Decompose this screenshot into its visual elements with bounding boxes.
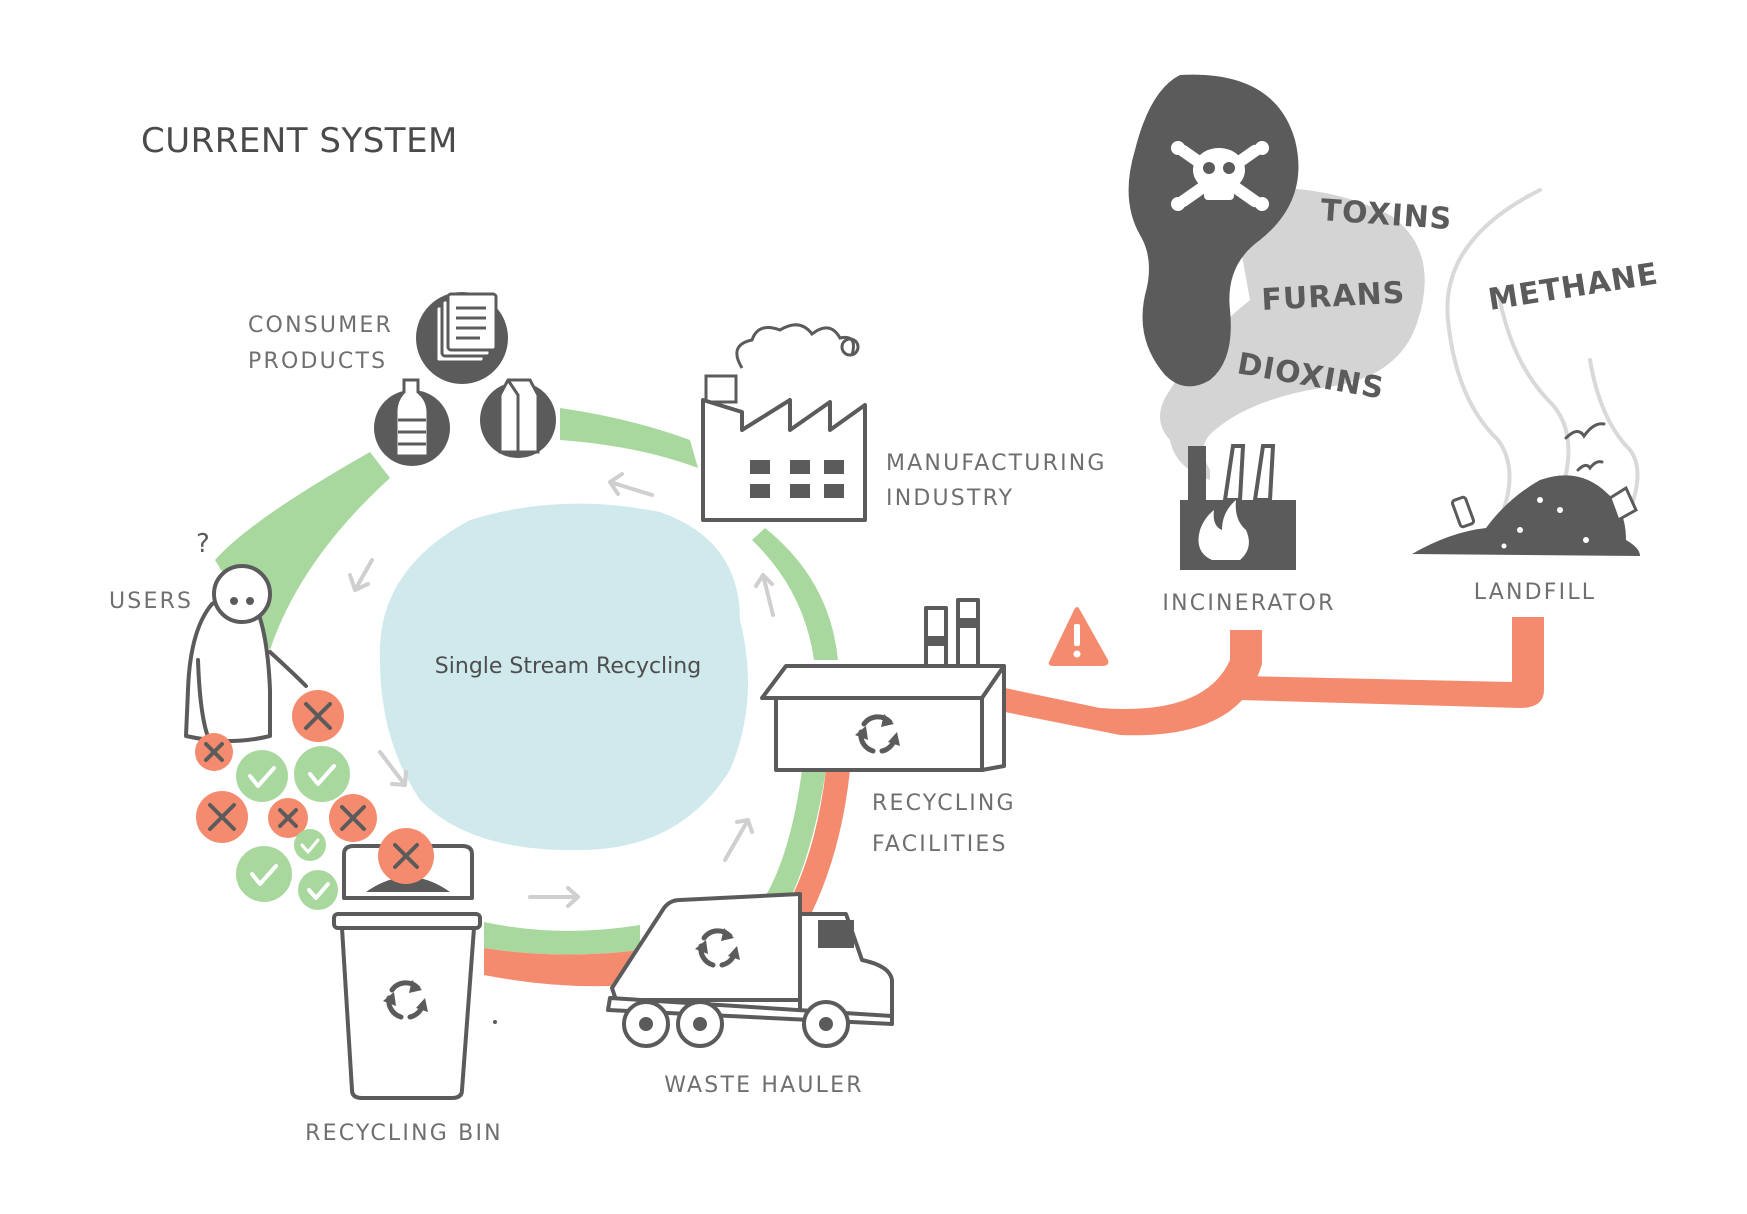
- methane-fumes: [1445, 188, 1640, 522]
- center-label: Single Stream Recycling: [435, 654, 701, 679]
- incinerator-icon: [1180, 444, 1296, 570]
- single-stream-blob: [379, 503, 748, 851]
- label-users: USERS: [109, 589, 193, 614]
- check-icon: [294, 829, 326, 861]
- check-icon: [294, 746, 350, 802]
- label-recycling-bin: RECYCLING BIN: [305, 1121, 503, 1146]
- waste-outflow-bands: [1005, 617, 1544, 736]
- x-icon: [195, 733, 233, 771]
- label-manufacturing-1: MANUFACTURING: [886, 451, 1107, 476]
- waste-hauler-icon: [606, 892, 894, 1048]
- arrow-facilities-to-manufacturing: [754, 573, 775, 617]
- check-icon: [236, 846, 292, 902]
- label-consumer-products-2: PRODUCTS: [248, 349, 387, 374]
- truck-wheels: [622, 1000, 850, 1048]
- page-title: CURRENT SYSTEM: [141, 121, 458, 161]
- flow-arrows: [348, 472, 775, 908]
- arrow-manufacturing-to-products: [608, 472, 654, 497]
- x-icon: [268, 798, 308, 838]
- sorting-badges: [195, 690, 377, 910]
- smoke-light: [1160, 187, 1425, 480]
- band-to-incinerator: [1005, 630, 1262, 736]
- label-incinerator: INCINERATOR: [1162, 591, 1335, 616]
- arrow-hauler-to-facilities: [723, 818, 754, 862]
- warning-triangle-icon: [1048, 607, 1109, 666]
- check-icon: [298, 870, 338, 910]
- skull-crossbones-icon: [1171, 141, 1269, 211]
- band-products-to-manufacturing: [560, 408, 698, 468]
- label-recycling-facilities-1: RECYCLING: [872, 791, 1016, 816]
- flame-icon: [1198, 500, 1249, 560]
- label-waste-hauler: WASTE HAULER: [664, 1073, 863, 1098]
- factory-icon: [701, 323, 867, 522]
- user-figure: [184, 564, 308, 744]
- label-consumer-products-1: CONSUMER: [248, 313, 393, 338]
- label-furans: FURANS: [1261, 276, 1407, 318]
- recycling-facility-icon: [760, 598, 1006, 772]
- arrow-users-to-bin: [378, 750, 408, 787]
- label-landfill: LANDFILL: [1474, 580, 1596, 605]
- arrow-users-down: [348, 558, 374, 592]
- label-manufacturing-2: INDUSTRY: [886, 486, 1014, 511]
- consumer-products-icon: [374, 292, 556, 466]
- x-icon: [329, 794, 377, 842]
- x-icon: [378, 828, 434, 884]
- check-icon: [236, 750, 288, 802]
- label-methane: METHANE: [1486, 256, 1661, 317]
- user-questionmark: ?: [196, 529, 210, 559]
- band-facilities-to-hauler-green: [760, 770, 826, 915]
- band-bin-to-hauler-orange: [484, 948, 640, 987]
- stray-dot: [493, 1020, 497, 1024]
- x-icon: [196, 791, 248, 843]
- arrow-bin-to-hauler: [528, 886, 580, 908]
- band-bin-to-hauler-green: [484, 922, 640, 955]
- label-recycling-facilities-2: FACILITIES: [872, 832, 1008, 857]
- x-icon: [292, 690, 344, 742]
- band-manufacturing-to-facilities: [752, 528, 838, 660]
- landfill-icon: [1412, 422, 1640, 556]
- band-to-landfill: [1240, 617, 1544, 708]
